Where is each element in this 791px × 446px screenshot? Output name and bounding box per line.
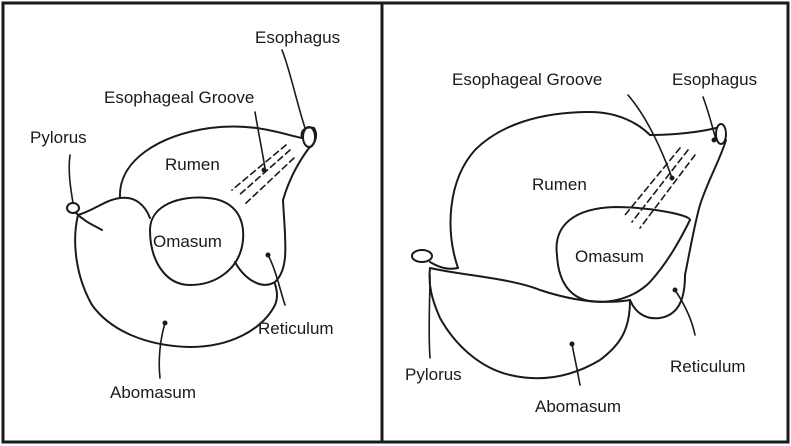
left-groove-dash-2: [244, 158, 294, 205]
right-abomasum-outline: [429, 268, 630, 378]
left-abomasum-leader: [159, 323, 165, 378]
right-label-omasum: Omasum: [575, 247, 644, 266]
right-groove-dot: [670, 176, 675, 181]
left-label-abomasum: Abomasum: [110, 383, 196, 402]
left-label-pylorus: Pylorus: [30, 128, 87, 147]
right-abomasum-dot: [570, 342, 575, 347]
right-esophagus-leader: [703, 97, 716, 140]
right-label-reticulum: Reticulum: [670, 357, 746, 376]
left-abomasum-dot: [163, 321, 168, 326]
left-label-esophageal-groove: Esophageal Groove: [104, 88, 254, 107]
left-reticulum-dot: [266, 253, 271, 258]
right-label-esophagus: Esophagus: [672, 70, 757, 89]
left-pylorus-lip: [76, 213, 102, 230]
left-pylorus-opening: [67, 203, 79, 213]
right-esophagus-opening: [716, 124, 726, 144]
left-pylorus-leader: [69, 155, 73, 203]
left-groove-dot: [262, 168, 267, 173]
right-pylorus-lip: [430, 262, 458, 269]
right-panel: Esophageal Groove Esophagus Rumen Omasum…: [405, 70, 757, 416]
left-panel: Esophagus Esophageal Groove Pylorus Rume…: [30, 28, 340, 402]
left-groove-dash-1: [238, 150, 290, 196]
right-label-pylorus: Pylorus: [405, 365, 462, 384]
right-esophagus-dot: [712, 138, 717, 143]
right-label-rumen: Rumen: [532, 175, 587, 194]
left-groove-leader: [255, 112, 265, 168]
right-abomasum-leader: [572, 344, 580, 385]
left-esophagus-leader: [282, 50, 305, 128]
right-reticulum-leader: [675, 290, 695, 335]
outer-frame: [3, 3, 788, 442]
right-pylorus-leader: [429, 275, 430, 358]
left-label-esophagus: Esophagus: [255, 28, 340, 47]
right-label-abomasum: Abomasum: [535, 397, 621, 416]
left-label-reticulum: Reticulum: [258, 319, 334, 338]
left-label-omasum: Omasum: [153, 232, 222, 251]
right-label-esophageal-groove: Esophageal Groove: [452, 70, 602, 89]
left-groove-dash-3: [232, 145, 286, 190]
left-esophagus-opening: [303, 127, 315, 147]
left-abomasum-top: [78, 198, 150, 218]
right-reticulum-outline: [630, 275, 685, 318]
right-groove-dash-3: [625, 148, 680, 215]
left-label-rumen: Rumen: [165, 155, 220, 174]
right-reticulum-dot: [673, 288, 678, 293]
right-pylorus-opening: [412, 250, 432, 262]
